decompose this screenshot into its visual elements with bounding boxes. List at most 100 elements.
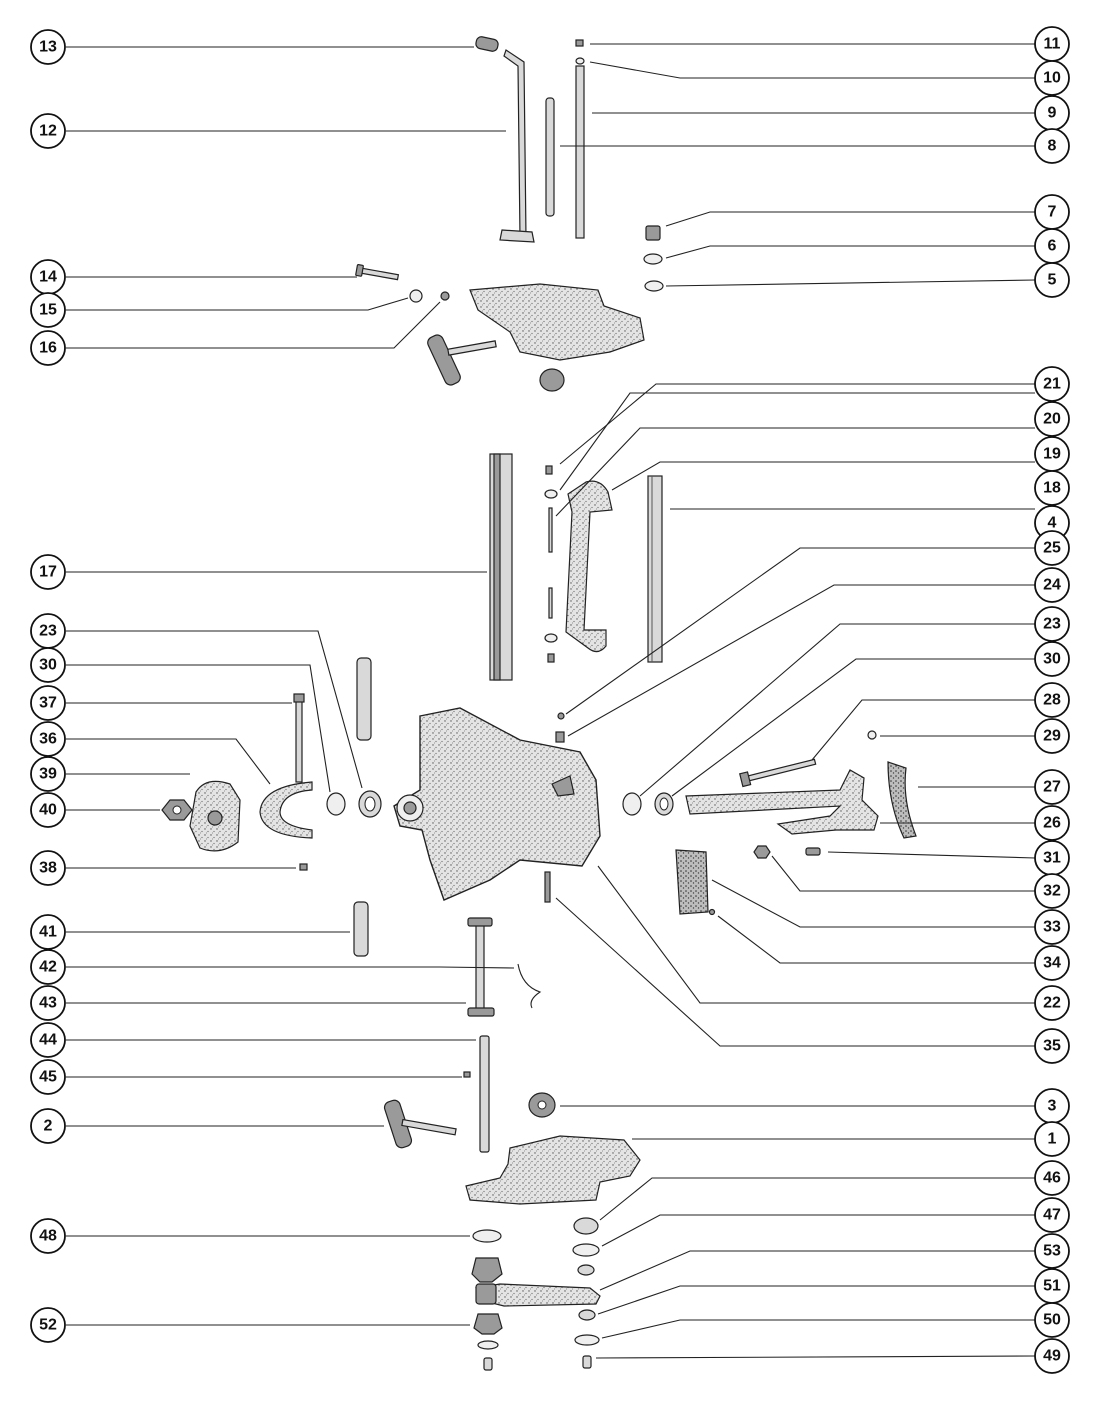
part-21-pin-lower [547,653,555,663]
callout-circle [30,949,66,985]
callout-26: 26 [1034,805,1070,841]
callout-number: 41 [39,924,57,941]
callout-number: 48 [39,1228,57,1245]
part-32-nut [753,845,771,859]
callout-circle [1034,985,1070,1021]
callout-number: 21 [1043,376,1061,393]
callout-5: 5 [1034,262,1070,298]
callout-30-left: 30 [30,647,66,683]
callout-number: 14 [39,269,57,286]
part-20-washer-lower [544,633,558,643]
part-34-pin [708,908,716,916]
leader-line [555,897,1035,1047]
callout-circle [1034,567,1070,603]
callout-27: 27 [1034,769,1070,805]
leader-line [595,1355,1036,1359]
callout-circle [1034,60,1070,96]
part-3-pad-center [537,1100,547,1110]
part-39-hole [207,810,223,826]
callout-number: 43 [39,995,57,1012]
part-upper-clamp-bracket [469,283,645,361]
callout-43: 43 [30,985,66,1021]
callout-circle [30,292,66,328]
callout-number: 40 [39,802,57,819]
callout-number: 33 [1043,919,1061,936]
leader-line [66,738,271,785]
part-49-screw [582,1355,592,1369]
callout-number: 4 [1048,515,1057,532]
leader-line [639,623,1035,797]
callout-number: 23 [39,623,57,640]
callout-number: 1 [1048,1131,1057,1148]
callout-31: 31 [1034,840,1070,876]
callout-circle [1034,470,1070,506]
part-16-nut [440,291,450,301]
part-17-shaft-shade [493,453,501,681]
leader-line [559,392,1035,491]
callout-45: 45 [30,1059,66,1095]
part-46-washer [573,1217,599,1235]
callout-number: 9 [1048,105,1057,122]
part-22-swivel-housing [393,707,601,901]
part-6-washer [643,253,663,265]
part-23-bushing-left-hole [364,796,376,812]
part-37-bolt [295,697,303,783]
callout-32: 32 [1034,873,1070,909]
part-24-nut [555,731,565,743]
callout-circle [1034,1160,1070,1196]
callout-circle [1034,641,1070,677]
callout-10: 10 [1034,60,1070,96]
part-22-bore-left-inner [403,801,417,815]
callout-circle [1034,1121,1070,1157]
callout-number: 45 [39,1069,57,1086]
leader-lines [66,43,1036,1359]
part-19-bolt-lower [548,587,553,619]
callout-circle [30,1108,66,1144]
callout-35: 35 [1034,1028,1070,1064]
callout-circle [1034,769,1070,805]
leader-line [66,630,363,789]
part-53-handle-end [475,1283,497,1305]
callout-52: 52 [30,1307,66,1343]
callout-number: 29 [1043,728,1061,745]
callout-1: 1 [1034,1121,1070,1157]
callout-circle [1034,366,1070,402]
callout-39: 39 [30,756,66,792]
part-36-u-bracket [259,781,313,839]
callout-circle [30,721,66,757]
callout-30-right: 30 [1034,641,1070,677]
part-pad-upper [539,368,565,392]
callout-circle [1034,718,1070,754]
part-20-washer [544,489,558,499]
callout-circle [30,1307,66,1343]
callout-circle [30,985,66,1021]
part-40-hex-nut-hole [172,805,182,815]
part-42-cotter [517,963,542,1009]
callout-circle [30,330,66,366]
callout-number: 51 [1043,1278,1061,1295]
part-51-nut [578,1309,596,1321]
part-4-rod [647,475,663,663]
part-35-pin [544,871,551,903]
leader-line [771,855,1035,892]
callout-number: 47 [1043,1207,1061,1224]
callout-number: 31 [1043,850,1061,867]
callout-number: 11 [1044,36,1061,53]
part-37-bolt-head [293,693,305,703]
callout-circle [30,113,66,149]
callout-circle [1034,606,1070,642]
parts-artwork [161,36,917,1371]
part-44-rod [479,1035,490,1153]
callout-number: 30 [1043,651,1061,668]
callout-number: 38 [39,860,57,877]
callout-number: 27 [1043,779,1061,796]
part-47-washer [572,1243,600,1257]
callout-number: 17 [39,564,57,581]
callout-circle [1034,682,1070,718]
leader-line [567,584,1035,737]
callout-number: 39 [39,766,57,783]
callout-number: 8 [1048,138,1057,155]
callout-number: 2 [44,1118,53,1135]
callout-circle [30,1218,66,1254]
callout-40: 40 [30,792,66,828]
